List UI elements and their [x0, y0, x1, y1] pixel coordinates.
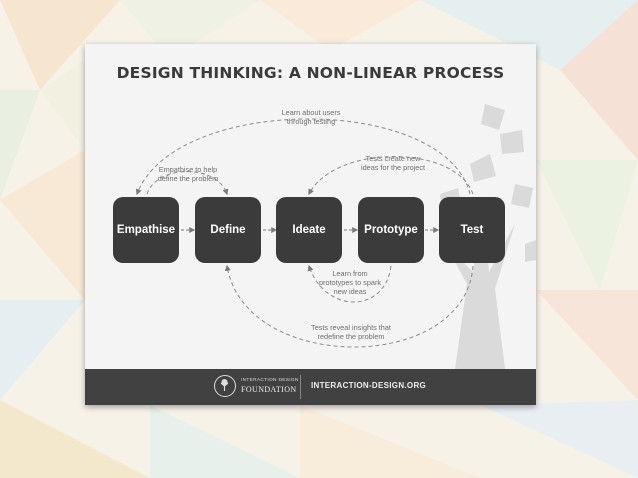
arrow-prototype-to-ideate: [307, 264, 392, 303]
arrow-test-to-empathise: [135, 118, 471, 196]
note-tests-create-ideas: Tests create new ideas for the project: [360, 154, 426, 172]
note-tests-reveal-insights: Tests reveal insights that redefine the …: [311, 323, 391, 341]
infographic-card: DESIGN THINKING: A NON-LINEAR PROCESS: [85, 44, 536, 405]
footer-divider: [300, 375, 301, 399]
diagram-title: DESIGN THINKING: A NON-LINEAR PROCESS: [116, 64, 505, 82]
note-learn-about-users: Learn about users through testing: [281, 108, 341, 126]
stage-test: Test: [439, 197, 505, 263]
connector-layer: [135, 118, 474, 348]
stage-ideate: Ideate: [276, 197, 342, 263]
arrow-test-to-ideate: [308, 156, 474, 196]
stage-define: Define: [195, 197, 261, 263]
stage-prototype: Prototype: [358, 197, 424, 263]
footer-url-link[interactable]: INTERACTION-DESIGN.ORG: [311, 381, 427, 390]
stage-empathise: Empathise: [113, 197, 179, 263]
foundation-logo-icon: [214, 375, 236, 397]
org-name-line2: FOUNDATION: [241, 385, 297, 394]
note-empathise-to-help: Empathise to help define the problem: [157, 165, 219, 183]
footer-bar: INTERACTION DESIGN FOUNDATION INTERACTIO…: [85, 369, 536, 405]
org-name-line1: INTERACTION DESIGN: [241, 378, 299, 383]
arrow-empathise-to-define: [146, 171, 229, 196]
note-learn-from-prototypes: Learn from prototypes to spark new ideas: [318, 269, 382, 296]
